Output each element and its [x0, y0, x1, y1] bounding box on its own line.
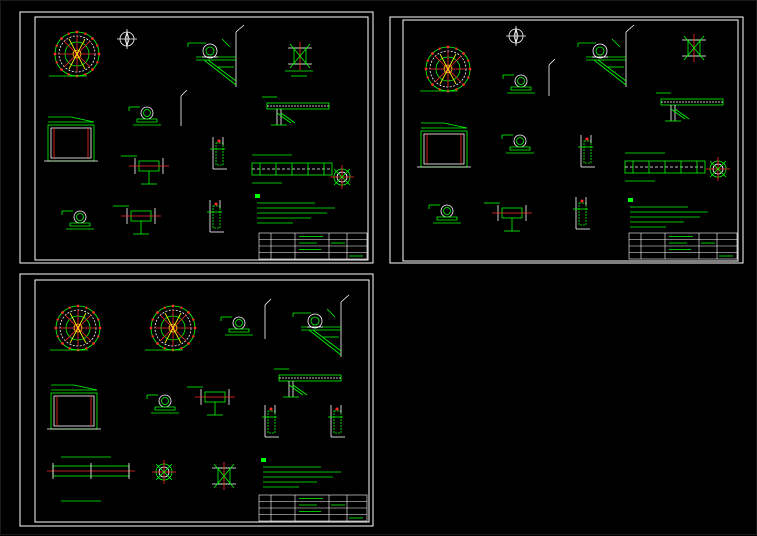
- frame-elevation: [416, 122, 472, 168]
- clamp-detail: [287, 41, 313, 71]
- anchor-detail: [577, 134, 596, 168]
- long-pipe-elevation: [47, 456, 135, 502]
- notes-block: [627, 197, 709, 228]
- flange-symbol: [705, 156, 731, 182]
- saddle-support: [220, 316, 254, 336]
- anchor-detail-2: [206, 199, 225, 233]
- sheet-3-outer-border: [19, 273, 374, 527]
- ring-plan-view: [48, 30, 101, 78]
- frame-elevation: [46, 384, 102, 430]
- pipe-elevation-2: [112, 205, 162, 235]
- beam-section: [273, 368, 342, 398]
- title-block: [258, 494, 368, 522]
- sheet-2-inner-border: [402, 19, 739, 262]
- sheet-2[interactable]: [389, 16, 744, 264]
- notes-block: [260, 457, 342, 488]
- saddle-support-2: [61, 210, 95, 230]
- clamp-detail: [211, 461, 237, 491]
- flange-symbol: [329, 164, 355, 190]
- saddle-support: [128, 106, 162, 126]
- wall-line: [548, 58, 556, 96]
- anchor-detail-2: [327, 404, 346, 438]
- clamp-detail: [681, 33, 707, 63]
- beam-section: [261, 96, 330, 126]
- track-plan: [251, 154, 333, 184]
- bracket-detail: [187, 24, 245, 88]
- sheet-1[interactable]: [19, 11, 374, 264]
- beam-section: [655, 92, 724, 122]
- pipe-elevation: [120, 155, 170, 185]
- ring-plan-view-1: [49, 304, 102, 352]
- compass-north-icon: [505, 25, 527, 47]
- anchor-detail-2: [572, 196, 591, 230]
- saddle-support-2: [501, 134, 535, 154]
- frame-elevation: [43, 116, 99, 162]
- sheet-2-outer-border: [389, 16, 744, 264]
- saddle-support-3: [428, 204, 462, 224]
- anchor-detail: [261, 404, 280, 438]
- sheet-1-outer-border: [19, 11, 374, 264]
- title-block: [628, 232, 738, 260]
- bracket-detail: [292, 294, 350, 358]
- saddle-support-2: [146, 394, 180, 414]
- anchor-detail: [209, 136, 228, 170]
- sheet-3[interactable]: [19, 273, 374, 527]
- title-block: [258, 232, 368, 260]
- notes-block: [254, 193, 336, 224]
- wall-line: [180, 89, 188, 126]
- saddle-support: [502, 74, 536, 94]
- track-plan: [624, 152, 706, 182]
- sheet-3-inner-border: [34, 279, 370, 523]
- flange-symbol: [151, 459, 177, 485]
- sheet-1-inner-border: [34, 16, 369, 261]
- compass-north-icon: [116, 28, 138, 50]
- pipe-elevation: [186, 386, 236, 416]
- ring-plan-view-2: [144, 304, 197, 352]
- pipe-elevation: [483, 202, 533, 232]
- dim-lines: [285, 70, 313, 77]
- bracket-detail: [577, 24, 635, 88]
- wall-line: [264, 298, 272, 339]
- ring-plan-view: [419, 45, 472, 93]
